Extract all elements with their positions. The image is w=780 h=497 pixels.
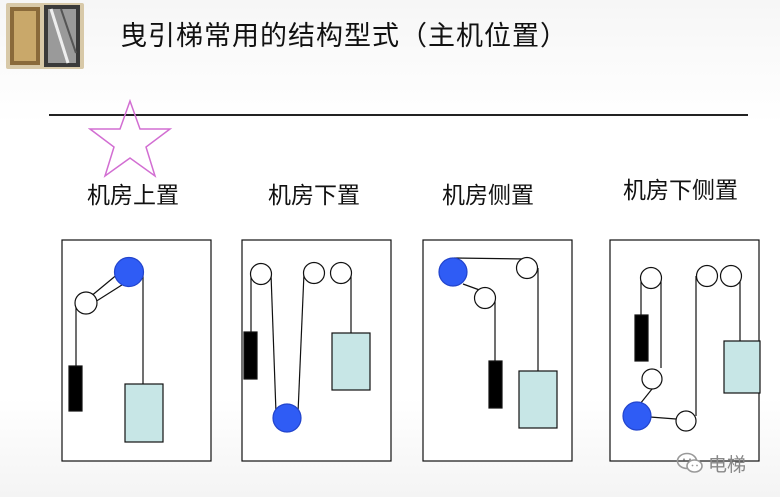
rope (453, 257, 527, 260)
title-divider (49, 114, 748, 116)
layout-label-bottom-side: 机房下侧置 (623, 178, 738, 204)
top-sheave (302, 261, 326, 285)
diagram-bottom-machine-room (241, 239, 392, 462)
deflector-sheave (74, 291, 98, 315)
bottom-sheave (675, 410, 697, 432)
rope (94, 282, 126, 303)
top-sheave (695, 264, 719, 288)
counterweight (68, 365, 83, 412)
watermark-text: 电梯 (708, 453, 747, 476)
wechat-icon (676, 452, 703, 473)
drive-sheave (113, 256, 145, 288)
elevator-car (331, 332, 371, 391)
star-icon (88, 99, 173, 178)
elevator-car (723, 340, 761, 394)
drive-sheave (622, 401, 652, 431)
diagram-side-machine-room (422, 239, 573, 462)
elevator-car (124, 383, 164, 443)
counterweight (488, 360, 503, 409)
diagram-top-machine-room (61, 239, 212, 462)
drive-sheave (438, 257, 468, 287)
top-sheave (515, 256, 539, 280)
rope (649, 416, 677, 420)
drive-sheave (272, 403, 302, 433)
rope (270, 273, 277, 414)
watermark: 电梯 (676, 448, 746, 478)
top-sheave (719, 264, 743, 288)
counterweight (634, 314, 649, 362)
layout-label-top: 机房上置 (87, 183, 179, 209)
layout-label-bottom: 机房下置 (268, 183, 360, 209)
layout-label-side: 机房侧置 (442, 183, 534, 209)
diagram-bottom-side-machine-room (609, 239, 761, 462)
page-title: 曳引梯常用的结构型式（主机位置） (120, 21, 568, 52)
rope (89, 272, 120, 298)
elevator-logo-icon (6, 3, 84, 69)
top-sheave (329, 261, 353, 285)
rope (297, 272, 305, 414)
rope (639, 388, 653, 405)
counterweight (243, 331, 258, 380)
elevator-car (518, 370, 558, 429)
deflector-sheave (641, 368, 663, 390)
top-sheave (249, 262, 273, 286)
deflector-sheave (473, 286, 497, 310)
top-sheave (639, 266, 663, 290)
